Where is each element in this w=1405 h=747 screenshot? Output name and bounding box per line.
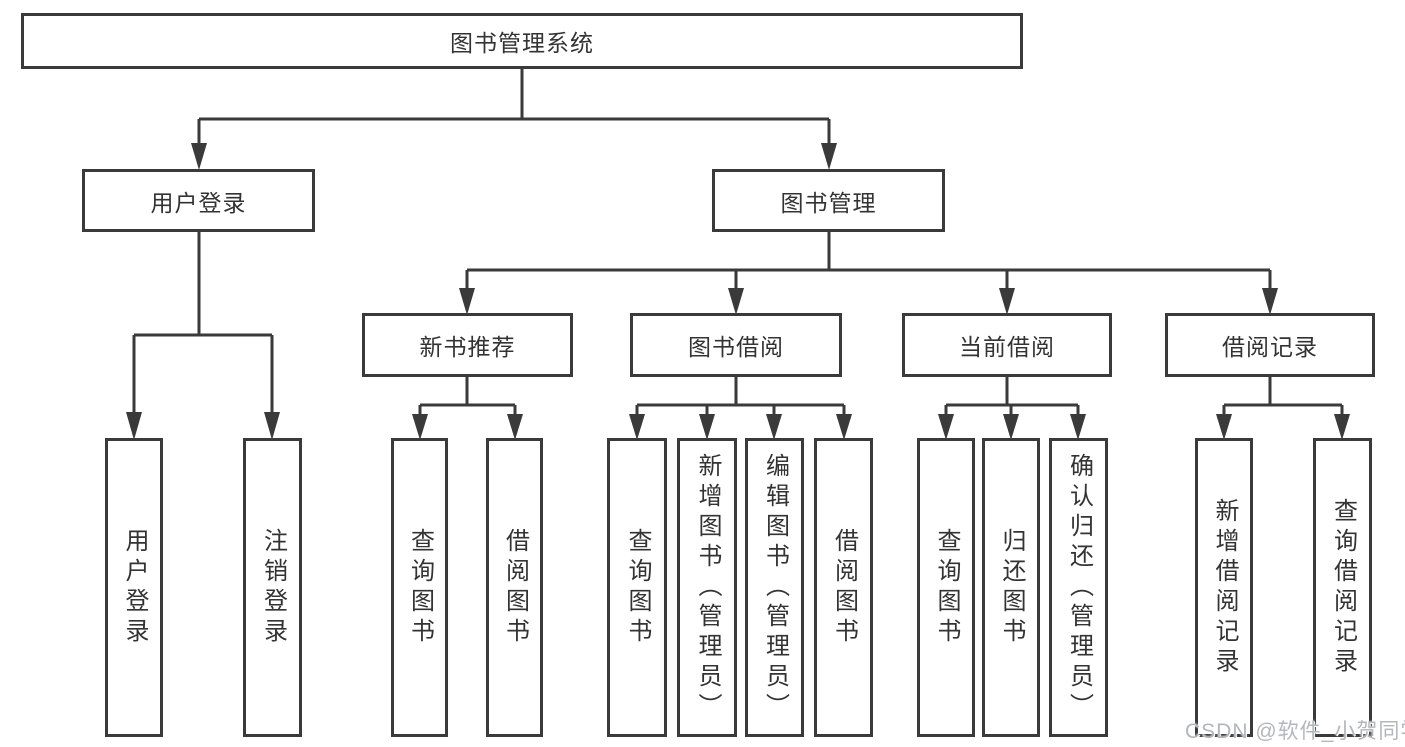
leaf-label: 查询图书 <box>933 527 960 648</box>
node-book-management: 图书管理 <box>712 169 945 232</box>
node-user-login: 用户登录 <box>82 169 315 232</box>
leaf-label: 编辑图书（管理员） <box>761 452 789 723</box>
node-label: 图书管理系统 <box>450 30 594 56</box>
node-label: 当前借阅 <box>959 334 1055 360</box>
leaf-label: 借阅图书 <box>830 527 858 648</box>
node-label: 用户登录 <box>150 189 247 216</box>
csdn-watermark: CSDN @软件_小贺同学 <box>1185 720 1405 743</box>
leaf-query-borrow-record: 查询借阅记录 <box>1313 438 1372 737</box>
leaf-user-login: 用户登录 <box>105 438 163 737</box>
leaf-query-books-borrowing: 查询图书 <box>607 438 667 737</box>
node-label: 借阅记录 <box>1222 334 1318 360</box>
leaf-label: 归还图书 <box>998 527 1025 648</box>
node-book-borrowing: 图书借阅 <box>630 313 842 377</box>
node-label: 新书推荐 <box>419 334 516 360</box>
connector-new-book-to-leaves <box>412 377 523 440</box>
leaf-add-borrow-record: 新增借阅记录 <box>1195 438 1253 737</box>
leaf-logout-login: 注销登录 <box>243 438 302 737</box>
leaf-label: 借阅图书 <box>501 527 529 648</box>
leaf-label: 新增借阅记录 <box>1211 497 1238 678</box>
leaf-label: 查询图书 <box>406 527 434 648</box>
leaf-borrow-books-borrowing: 借阅图书 <box>814 438 873 737</box>
connector-borrow-record-to-leaves <box>1216 377 1350 440</box>
leaf-query-books-recommend: 查询图书 <box>391 438 448 737</box>
connector-current-borrow-to-leaves <box>938 377 1086 440</box>
leaf-label: 新增图书（管理员） <box>694 452 721 723</box>
node-label: 图书管理 <box>780 189 877 216</box>
leaf-label: 确认归还（管理员） <box>1065 452 1093 723</box>
leaf-borrow-books-recommend: 借阅图书 <box>486 438 543 737</box>
leaf-label: 查询图书 <box>624 527 651 648</box>
node-borrowing-records: 借阅记录 <box>1165 313 1375 377</box>
connector-book-borrow-to-leaves <box>629 377 852 440</box>
node-label: 图书借阅 <box>688 334 784 360</box>
leaf-return-books: 归还图书 <box>982 438 1040 737</box>
leaf-edit-book-admin: 编辑图书（管理员） <box>745 438 804 737</box>
leaf-confirm-return-admin: 确认归还（管理员） <box>1049 438 1108 737</box>
leaf-label: 查询借阅记录 <box>1329 497 1357 678</box>
node-library-management-system: 图书管理系统 <box>21 13 1023 69</box>
connector-root-to-level2 <box>191 69 837 170</box>
leaf-query-books-current: 查询图书 <box>917 438 975 737</box>
leaf-label: 用户登录 <box>121 527 148 648</box>
connector-book-mgmt-to-level3 <box>459 232 1278 315</box>
leaf-add-book-admin: 新增图书（管理员） <box>677 438 737 737</box>
leaf-label: 注销登录 <box>259 527 287 648</box>
connector-user-login-to-leaves <box>126 232 280 440</box>
node-current-borrowing: 当前借阅 <box>902 313 1112 377</box>
node-new-book-recommend: 新书推荐 <box>362 313 573 377</box>
